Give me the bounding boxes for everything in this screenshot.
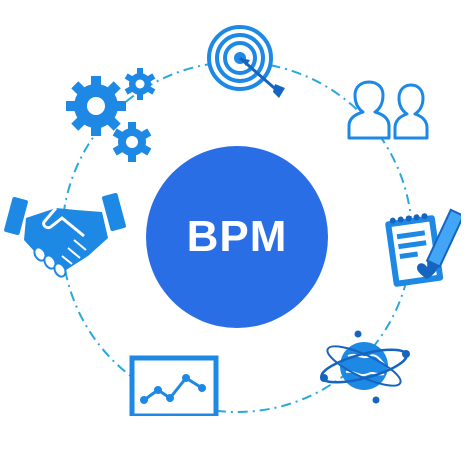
chart-monitor-icon	[128, 352, 222, 416]
hub-label: BPM	[186, 212, 288, 261]
gears-icon	[62, 64, 162, 166]
clipboard-icon	[383, 205, 461, 291]
handshake-icon	[4, 190, 126, 282]
target-icon	[205, 18, 287, 100]
people-icon	[345, 80, 431, 142]
globe-atom-icon	[318, 326, 414, 406]
central-hub: BPM	[146, 146, 328, 328]
